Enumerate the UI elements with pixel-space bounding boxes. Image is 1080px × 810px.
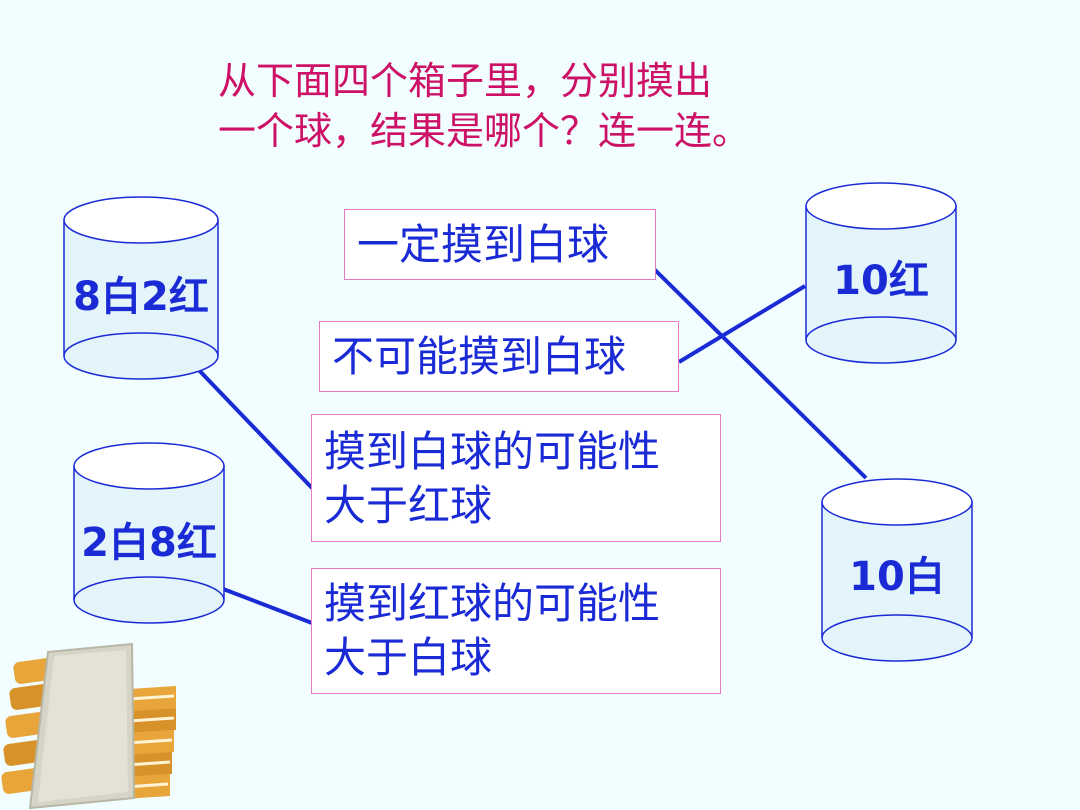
option-white-more-likely[interactable]: 摸到白球的可能性 大于红球 <box>311 414 721 542</box>
box-10red: 10红 <box>802 176 960 368</box>
instruction-line-1: 从下面四个箱子里，分别摸出 <box>218 59 713 103</box>
box-label: 2白8红 <box>81 520 217 566</box>
option-label-line-2: 大于白球 <box>324 633 493 682</box>
box-10white: 10白 <box>818 472 976 668</box>
books-illustration <box>1 642 176 810</box>
cylinder-shape <box>63 196 219 380</box>
instruction: 从下面四个箱子里，分别摸出 一个球，结果是哪个？连一连。 <box>218 56 838 156</box>
connector-more-white-to-8w2r <box>192 363 314 490</box>
option-label: 不可能摸到白球 <box>332 332 627 381</box>
box-label: 10红 <box>833 258 929 304</box>
connector-never-white-to-10-red <box>677 284 807 364</box>
box-label: 10白 <box>849 554 945 600</box>
option-label-line-1: 摸到白球的可能性 <box>324 427 661 476</box>
option-always-white[interactable]: 一定摸到白球 <box>344 209 656 280</box>
option-label-line-1: 摸到红球的可能性 <box>324 579 661 628</box>
option-never-white[interactable]: 不可能摸到白球 <box>319 321 679 392</box>
cylinder-shape <box>821 478 973 662</box>
box-label: 8白2红 <box>73 274 209 320</box>
connector-more-red-to-2w8r <box>217 585 313 625</box>
box-2white-8red: 2白8红 <box>70 436 228 628</box>
connector-always-white-to-10-white <box>651 266 868 480</box>
cylinder-shape <box>805 182 957 364</box>
option-red-more-likely[interactable]: 摸到红球的可能性 大于白球 <box>311 568 721 694</box>
option-label: 一定摸到白球 <box>357 220 610 269</box>
option-label-line-2: 大于红球 <box>324 481 493 530</box>
instruction-line-2: 一个球，结果是哪个？连一连。 <box>218 109 751 153</box>
box-8white-2red: 8白2红 <box>60 190 222 386</box>
cylinder-shape <box>73 442 225 624</box>
